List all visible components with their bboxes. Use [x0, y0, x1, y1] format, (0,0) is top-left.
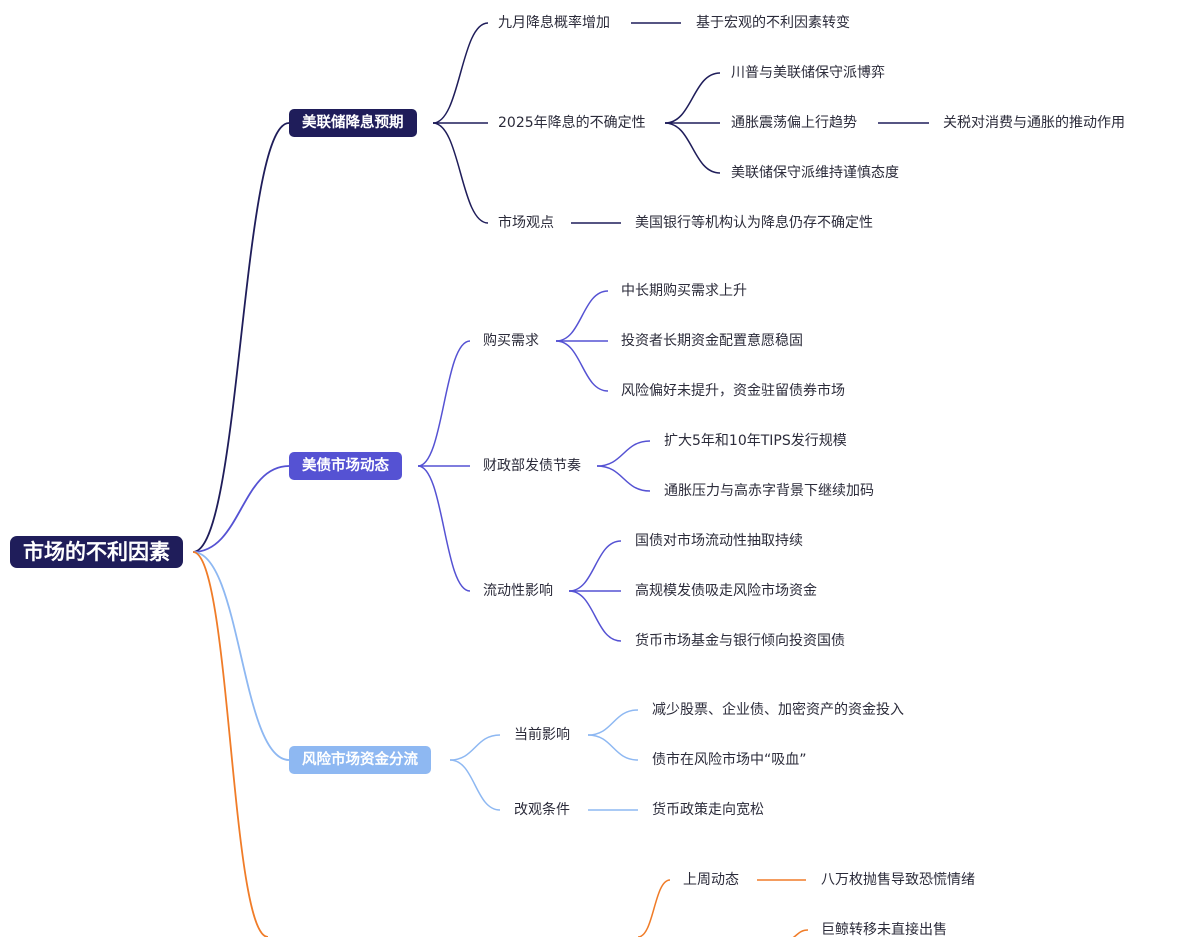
root-node[interactable]: 市场的不利因素 — [10, 536, 183, 568]
edge-b3-c1 — [449, 734, 501, 761]
edge-b2-c3 — [417, 465, 471, 592]
edge-b4-c1 — [637, 879, 671, 937]
node-mmf-banks[interactable]: 货币市场基金与银行倾向投资国债 — [635, 633, 845, 649]
edge-b2-c2-g2 — [596, 465, 651, 492]
edge-root-branch-1 — [192, 122, 290, 553]
node-september-cut-probability[interactable]: 九月降息概率增加 — [498, 15, 610, 31]
node-bond-bloodsucking[interactable]: 债市在风险市场中“吸血” — [652, 752, 807, 768]
edge-b3-c2 — [449, 759, 501, 811]
node-improve-conditions[interactable]: 改观条件 — [514, 802, 570, 818]
node-deficit-pressure[interactable]: 通胀压力与高赤字背景下继续加码 — [664, 483, 874, 499]
edge-b2-c1 — [417, 340, 471, 467]
node-investor-allocation[interactable]: 投资者长期资金配置意愿稳固 — [621, 333, 803, 349]
edge-root-branch-2 — [192, 465, 290, 553]
edge-b3-c1-g2 — [587, 734, 639, 761]
branch-treasury-market[interactable]: 美债市场动态 — [289, 452, 402, 480]
node-tariff-effect[interactable]: 关税对消费与通胀的推动作用 — [943, 115, 1125, 131]
node-inflation-trend[interactable]: 通胀震荡偏上行趋势 — [731, 115, 857, 131]
node-market-view[interactable]: 市场观点 — [498, 215, 554, 231]
node-80k-selloff[interactable]: 八万枚抛售导致恐慌情绪 — [821, 872, 975, 888]
edge-b1-c2-g3 — [664, 122, 721, 174]
edge-b2-c3-g1 — [568, 540, 622, 592]
node-issuance-pace[interactable]: 财政部发债节奏 — [483, 458, 581, 474]
edge-b1-c3 — [432, 122, 489, 224]
node-current-impact[interactable]: 当前影响 — [514, 727, 570, 743]
edge-b1-c2-g1 — [664, 72, 721, 124]
branch-fed-rate-cut-expectation[interactable]: 美联储降息预期 — [289, 109, 417, 137]
edge-b1-c1 — [432, 22, 489, 124]
edge-b2-c1-g1 — [555, 290, 609, 342]
node-whale-transfer[interactable]: 巨鲸转移未直接出售 — [821, 922, 947, 937]
node-tips-issuance[interactable]: 扩大5年和10年TIPS发行规模 — [664, 433, 847, 449]
branch-risk-capital-diversion[interactable]: 风险市场资金分流 — [289, 746, 431, 774]
node-monetary-easing[interactable]: 货币政策走向宽松 — [652, 802, 764, 818]
node-purchase-demand[interactable]: 购买需求 — [483, 333, 539, 349]
edge-b3-c1-g1 — [587, 709, 639, 736]
node-reduce-investment[interactable]: 减少股票、企业债、加密资产的资金投入 — [652, 702, 904, 718]
node-bofa-view[interactable]: 美国银行等机构认为降息仍存不确定性 — [635, 215, 873, 231]
node-liquidity-impact[interactable]: 流动性影响 — [483, 583, 553, 599]
node-last-week[interactable]: 上周动态 — [683, 872, 739, 888]
node-demand-rising[interactable]: 中长期购买需求上升 — [621, 283, 747, 299]
node-2025-cut-uncertainty[interactable]: 2025年降息的不确定性 — [498, 115, 646, 131]
node-liquidity-drain[interactable]: 国债对市场流动性抽取持续 — [635, 533, 803, 549]
node-fed-cautious[interactable]: 美联储保守派维持谨慎态度 — [731, 165, 899, 181]
edge-b4-c1-g2 — [792, 929, 809, 937]
node-risk-appetite[interactable]: 风险偏好未提升，资金驻留债券市场 — [621, 383, 845, 399]
edge-b2-c2-g1 — [596, 440, 651, 467]
edge-root-branch-3 — [192, 551, 290, 761]
node-issuance-absorbs[interactable]: 高规模发债吸走风险市场资金 — [635, 583, 817, 599]
edge-b2-c3-g3 — [568, 590, 622, 642]
node-trump-vs-fed[interactable]: 川普与美联储保守派博弈 — [731, 65, 885, 81]
edge-b2-c1-g3 — [555, 340, 609, 392]
edge-root-branch-4 — [192, 551, 269, 937]
node-macro-shift[interactable]: 基于宏观的不利因素转变 — [696, 15, 850, 31]
